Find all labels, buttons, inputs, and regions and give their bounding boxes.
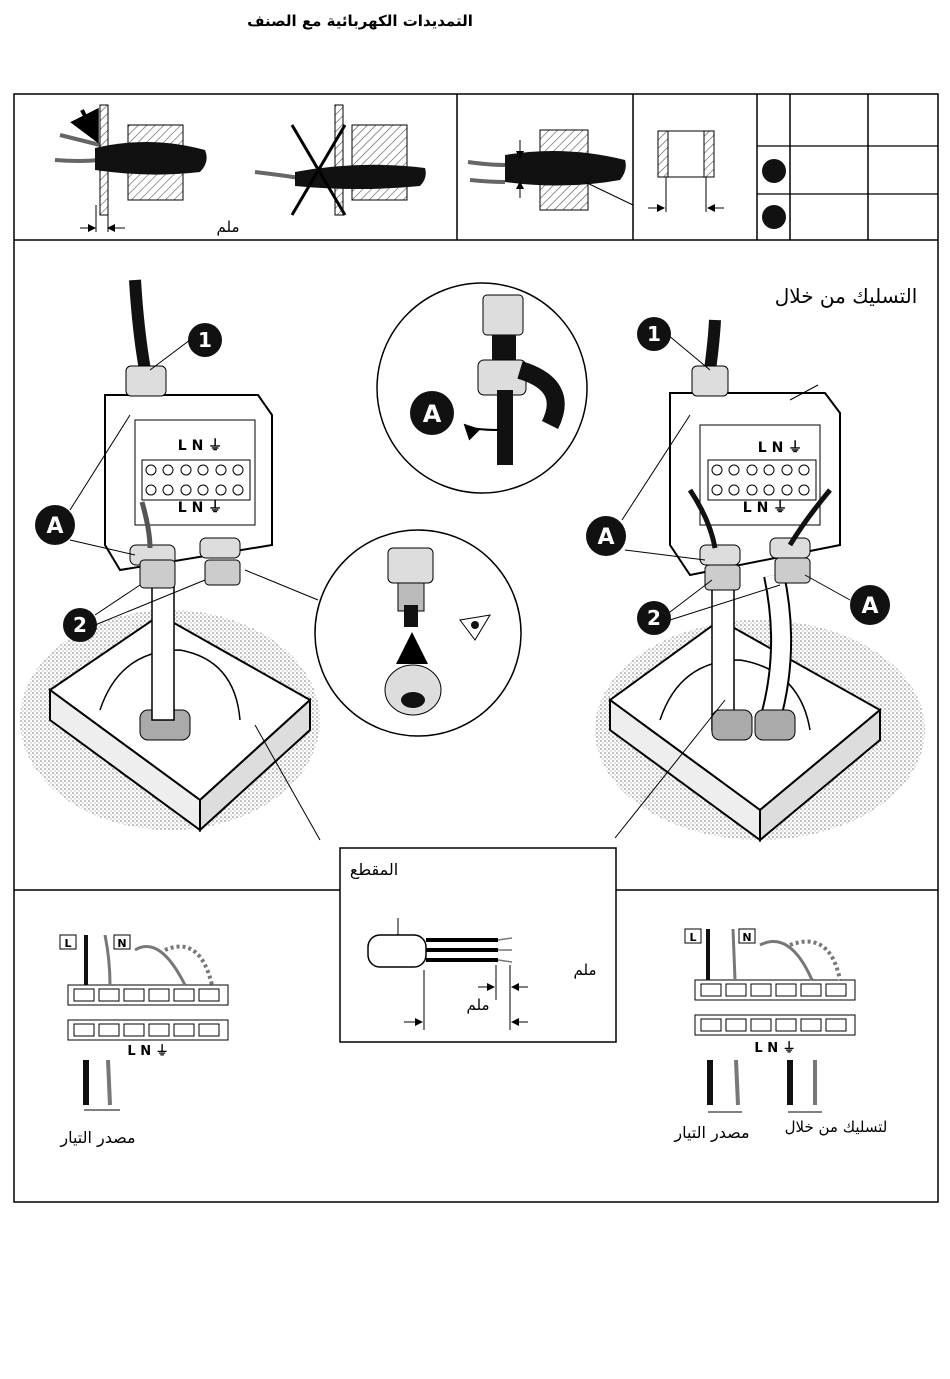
mm-label: ملم (467, 996, 490, 1014)
svg-text:1: 1 (647, 322, 661, 346)
power-supply-caption: مصدر التيار (59, 1128, 135, 1148)
terminal-L: L (64, 937, 71, 950)
terminal-label-top: L N ⏚ (758, 440, 802, 456)
svg-text:A: A (423, 400, 442, 428)
bullet-dot (762, 159, 786, 183)
terminal-label-bottom: L N ⏚ (178, 500, 222, 516)
terminal-label-bottom: L N ⏚ (743, 500, 787, 516)
sleeve-illustration (648, 131, 724, 212)
left-junction-box (20, 280, 320, 830)
through-wiring-title: التسليك من خلال (775, 284, 918, 308)
gland-correct-illustration (55, 105, 207, 232)
gland-section-illustration (468, 130, 633, 210)
terminal-N: N (117, 937, 126, 950)
terminal-label-top: L N ⏚ (178, 438, 222, 454)
svg-text:2: 2 (647, 606, 661, 630)
terminal-N: N (742, 931, 751, 944)
through-wiring-caption: لتسليك من خلال (785, 1118, 888, 1136)
svg-text:2: 2 (73, 613, 87, 637)
detail-circle-rotate (377, 283, 587, 493)
bottom-right-schematic (685, 929, 855, 1112)
power-supply-caption: مصدر التيار (673, 1123, 749, 1143)
svg-text:A: A (861, 594, 878, 619)
bottom-left-schematic (60, 935, 228, 1110)
detail-circle-assembly (315, 530, 521, 736)
section-title: المقطع (350, 860, 398, 880)
gland-incorrect-illustration (255, 105, 426, 215)
right-junction-box (595, 320, 925, 840)
terminal-L: L (689, 931, 696, 944)
mm-label: ملم (574, 961, 597, 979)
bullet-dot (762, 205, 786, 229)
svg-text:1: 1 (198, 328, 212, 352)
terminal-row-label: L N ⏚ (754, 1041, 795, 1056)
svg-text:A: A (46, 514, 63, 539)
svg-text:A: A (597, 525, 614, 550)
terminal-row-label: L N ⏚ (127, 1044, 168, 1059)
mm-label: ملم (217, 218, 240, 236)
